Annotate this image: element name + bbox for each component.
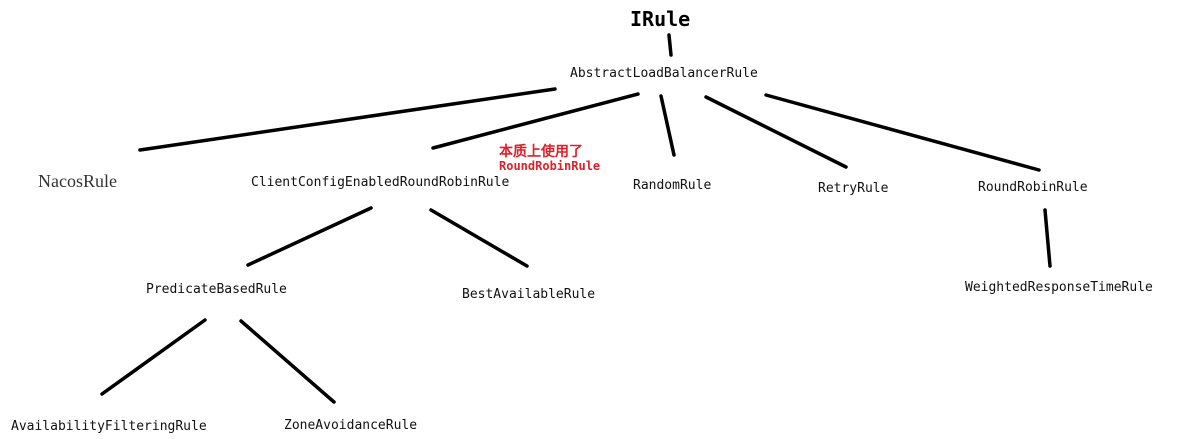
annotation-line-2: RoundRobinRule xyxy=(499,159,601,174)
node-abstract-load-balancer-rule: AbstractLoadBalancerRule xyxy=(570,66,758,81)
node-weighted-response-time-rule: WeightedResponseTimeRule xyxy=(965,280,1153,295)
edge-roundrobin-weighted xyxy=(1043,208,1052,268)
edge-abstract-random xyxy=(659,94,676,157)
edge-predicate-zoneavoidance xyxy=(239,319,336,404)
edge-irule-abstract xyxy=(667,33,673,57)
annotation-line-1: 本质上使用了 xyxy=(499,144,583,160)
edge-abstract-clientconfig xyxy=(431,92,640,150)
edge-clientconfig-predicate xyxy=(246,206,373,267)
node-nacos-rule: NacosRule xyxy=(38,171,117,191)
edge-predicate-availability xyxy=(100,318,207,396)
node-random-rule: RandomRule xyxy=(633,178,712,193)
node-retry-rule: RetryRule xyxy=(818,181,889,196)
edge-clientconfig-bestavailable xyxy=(429,208,529,268)
node-predicate-based-rule: PredicateBasedRule xyxy=(146,282,287,297)
edge-abstract-nacos xyxy=(138,87,557,152)
edge-abstract-retry xyxy=(704,95,848,169)
node-irule: IRule xyxy=(630,7,691,31)
node-round-robin-rule: RoundRobinRule xyxy=(978,180,1088,195)
annotation-note: 本质上使用了 RoundRobinRule xyxy=(499,144,601,174)
node-client-config-enabled-round-robin-rule: ClientConfigEnabledRoundRobinRule xyxy=(251,175,510,190)
node-availability-filtering-rule: AvailabilityFilteringRule xyxy=(11,419,207,434)
edge-abstract-roundrobin xyxy=(764,93,1041,172)
node-zone-avoidance-rule: ZoneAvoidanceRule xyxy=(284,418,418,433)
node-best-available-rule: BestAvailableRule xyxy=(462,287,596,302)
